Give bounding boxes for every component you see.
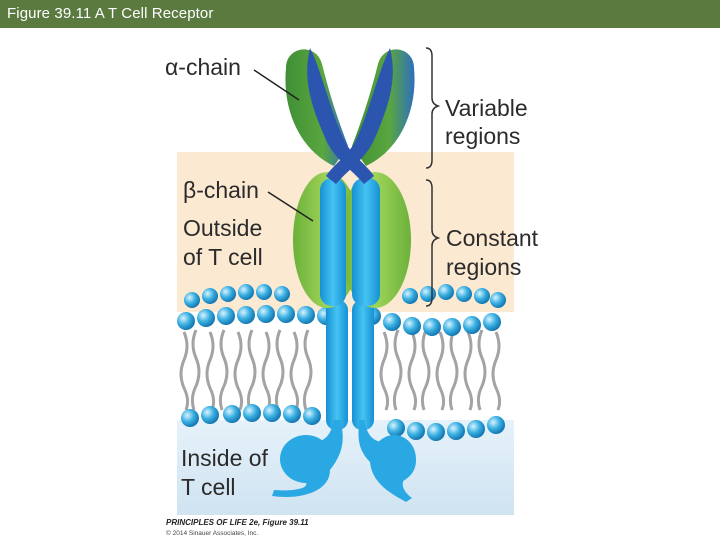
lipid-heads-back [184, 284, 506, 308]
figure-copyright: © 2014 Sinauer Associates, Inc. [166, 530, 259, 537]
constant-label-line1: Constant [446, 225, 539, 251]
constant-label-line2: regions [446, 254, 522, 280]
region-brackets [425, 47, 441, 307]
constant-bracket [425, 179, 441, 307]
leader-lines [253, 69, 314, 222]
constant-domains [293, 172, 411, 308]
variable-domains [285, 48, 415, 184]
inside-label-line2: T cell [181, 474, 236, 500]
slide-title: Figure 39.11 A T Cell Receptor [7, 5, 214, 22]
variable-bracket [425, 47, 441, 169]
outside-label-line1: Outside [183, 215, 263, 241]
lipid-heads-inner [181, 404, 505, 441]
alpha-chain-label: α-chain [165, 54, 241, 80]
variable-label-line2: regions [445, 123, 521, 149]
variable-label-line1: Variable [445, 95, 528, 121]
inside-label-line1: Inside of [181, 445, 268, 471]
outside-label-line2: of T cell [183, 244, 263, 270]
title-bar: Figure 39.11 A T Cell Receptor [0, 0, 720, 28]
beta-chain-label: β-chain [183, 177, 259, 203]
lipid-tails [179, 329, 502, 411]
figure-source-credit: PRINCIPLES OF LIFE 2e, Figure 39.11 [166, 518, 309, 527]
transmembrane-segments [326, 300, 374, 430]
cytoplasmic-tails [272, 420, 416, 502]
